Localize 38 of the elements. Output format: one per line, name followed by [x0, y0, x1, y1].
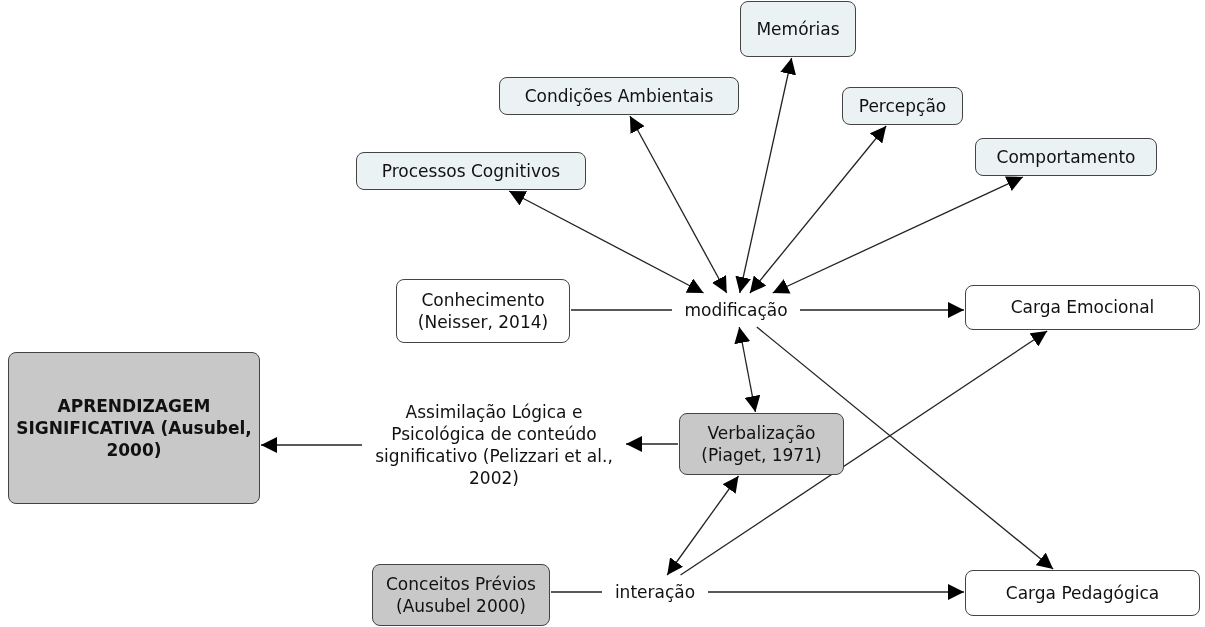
- concept-label: Assimilação Lógica e Psicológica de conteúdo significativo (Pelizzari et al., 2002): [366, 393, 622, 497]
- box-text: Percepção: [858, 94, 947, 118]
- concept-box: [8, 352, 260, 504]
- connector-arrow: [734, 326, 761, 413]
- concept-label: modificação: [676, 297, 796, 323]
- connector-arrow: [749, 125, 887, 294]
- concept-box: [396, 279, 570, 343]
- connector-arrow: [735, 57, 796, 294]
- connector-arrow: [625, 436, 679, 452]
- connector-arrow: [707, 584, 965, 600]
- box-text: Carga Emocional: [1010, 296, 1155, 319]
- connector-arrow: [629, 115, 728, 294]
- connector-arrow: [508, 190, 705, 294]
- connector-arrow: [260, 437, 363, 453]
- concept-box: [975, 138, 1157, 176]
- concept-box: [499, 77, 739, 115]
- box-text: Memórias: [756, 17, 840, 41]
- connector-arrow: [772, 176, 1024, 294]
- connector-arrow: [679, 330, 1048, 576]
- box-text: APRENDIZAGEM SIGNIFICATIVA (Ausubel, 2000): [15, 394, 253, 462]
- connector-arrow: [756, 326, 1054, 570]
- box-text: Condições Ambientais: [524, 84, 714, 108]
- concept-box: [356, 152, 586, 190]
- box-text: Conceitos Prévios (Ausubel 2000): [385, 572, 537, 618]
- concept-box: [372, 564, 550, 626]
- box-text: Processos Cognitivos: [381, 159, 561, 183]
- concept-box: [965, 285, 1200, 330]
- concept-label: interação: [606, 579, 704, 605]
- concept-box: [965, 570, 1200, 616]
- connector-arrow: [799, 302, 965, 318]
- box-text: Comportamento: [996, 145, 1136, 169]
- box-text: Carga Pedagógica: [1005, 581, 1160, 605]
- concept-box: [679, 413, 844, 475]
- connector-arrow: [666, 475, 740, 576]
- box-text: Conhecimento (Neisser, 2014): [416, 288, 550, 334]
- box-text: Verbalização (Piaget, 1971): [700, 421, 823, 467]
- concept-box: [842, 87, 963, 125]
- concept-box: [740, 1, 856, 57]
